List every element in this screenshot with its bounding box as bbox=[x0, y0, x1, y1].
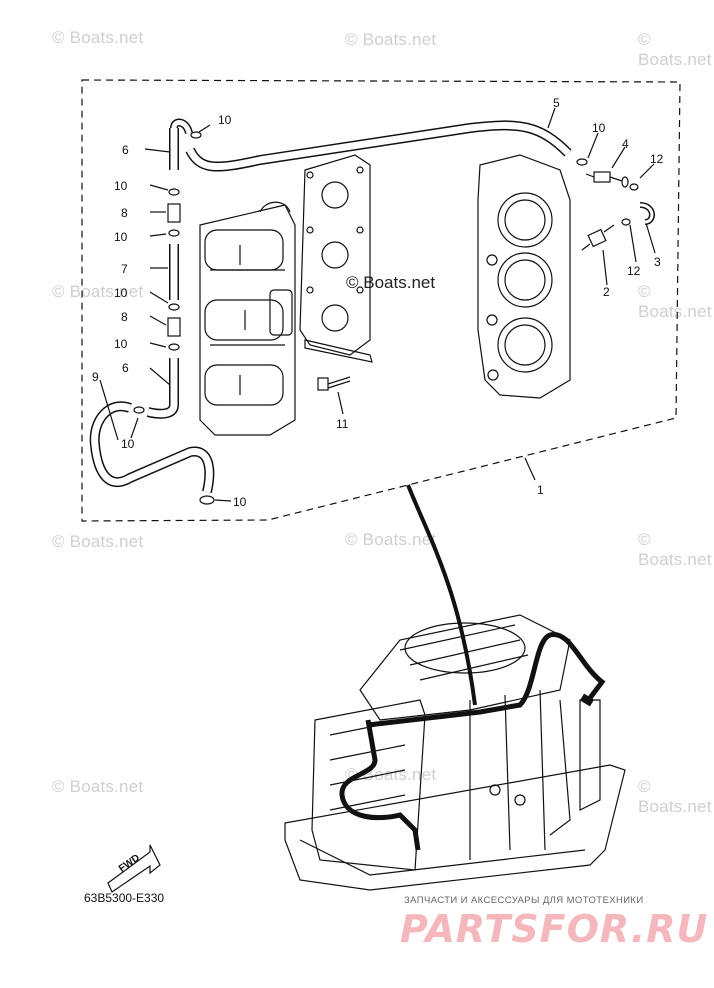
callout-label: 10 bbox=[121, 437, 135, 451]
callout-label: 9 bbox=[92, 370, 99, 384]
watermark: © Boats.net bbox=[638, 282, 712, 321]
engine-block bbox=[284, 614, 626, 891]
callout-label: 6 bbox=[122, 361, 129, 375]
bolt-11 bbox=[317, 376, 351, 391]
callout-label: 10 bbox=[233, 495, 247, 509]
intake-silencer bbox=[477, 154, 571, 399]
figure-code: 63B5300-E330 bbox=[84, 891, 165, 905]
callout-label: 1 bbox=[537, 483, 544, 497]
callout-label: 4 bbox=[622, 137, 629, 151]
banner-tagline: ЗАПЧАСТИ И АКСЕССУАРЫ ДЛЯ МОТОТЕХНИКИ bbox=[404, 895, 644, 906]
watermark: © Boats.net bbox=[52, 282, 144, 301]
callout-label: 10 bbox=[114, 179, 128, 193]
callout-label: 10 bbox=[218, 113, 232, 127]
watermark: © Boats.net bbox=[52, 532, 144, 551]
fitting-2 bbox=[581, 224, 615, 251]
callout-label: 8 bbox=[121, 310, 128, 324]
callout-label: 6 bbox=[122, 143, 129, 157]
inline-watermark: © Boats.net bbox=[346, 273, 436, 292]
intake-manifold bbox=[299, 154, 373, 363]
leader-line bbox=[524, 457, 536, 481]
fitting-4 bbox=[585, 171, 629, 188]
callout-label: 12 bbox=[650, 152, 664, 166]
brand-logo: PARTSFOR.RU bbox=[400, 907, 709, 951]
callout-label: 5 bbox=[553, 96, 560, 110]
joint-8 bbox=[167, 203, 181, 223]
watermark: © Boats.net bbox=[638, 530, 712, 569]
watermark: © Boats.net bbox=[638, 30, 712, 69]
callout-label: 10 bbox=[592, 121, 606, 135]
callout-label: 3 bbox=[654, 255, 661, 269]
watermark: © Boats.net bbox=[52, 777, 144, 796]
hose-route bbox=[406, 484, 477, 706]
callout-label: 10 bbox=[114, 286, 128, 300]
callout-label: 12 bbox=[627, 264, 641, 278]
fwd-arrow bbox=[107, 844, 161, 893]
callout-label: 11 bbox=[336, 417, 349, 431]
callout-label: 7 bbox=[121, 262, 128, 276]
callout-label: 8 bbox=[121, 206, 128, 220]
callout-label: 10 bbox=[114, 230, 128, 244]
watermark: © Boats.net bbox=[345, 530, 437, 549]
kit-boundary bbox=[81, 79, 681, 522]
watermark: © Boats.net bbox=[638, 777, 712, 816]
joint-8 bbox=[167, 317, 181, 337]
watermark: © Boats.net bbox=[52, 28, 144, 47]
carburetor-assembly bbox=[199, 201, 296, 436]
watermark: © Boats.net bbox=[345, 30, 437, 49]
callout-label: 2 bbox=[603, 285, 610, 299]
callout-label: 10 bbox=[114, 337, 128, 351]
